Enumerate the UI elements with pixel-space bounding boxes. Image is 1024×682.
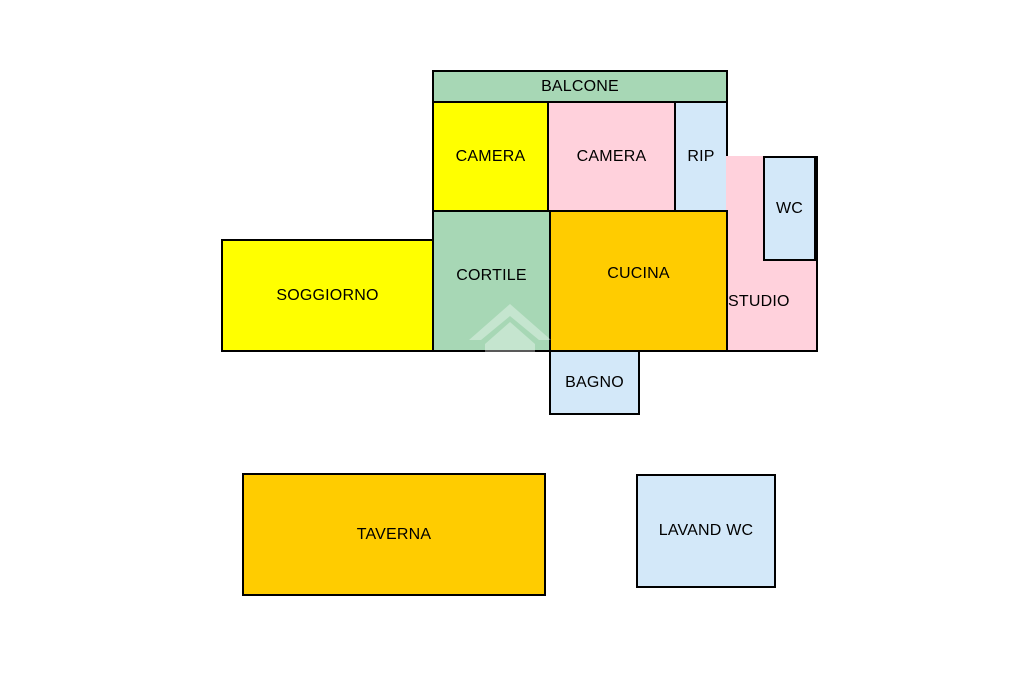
room-bagno: BAGNO <box>549 350 640 415</box>
room-label-studio: STUDIO <box>728 293 790 310</box>
room-label-camera-2: CAMERA <box>576 147 647 165</box>
room-camera-1: CAMERA <box>432 101 549 212</box>
room-cortile: CORTILE <box>432 210 551 352</box>
room-label-wc: WC <box>775 199 804 217</box>
room-label-balcone: BALCONE <box>541 77 619 95</box>
room-rip: RIP <box>674 101 728 212</box>
room-label-soggiorno: SOGGIORNO <box>276 286 379 304</box>
room-balcone: BALCONE <box>432 70 728 103</box>
room-label-cucina: CUCINA <box>607 265 670 282</box>
room-label-bagno: BAGNO <box>565 373 624 391</box>
room-label-camera-1: CAMERA <box>455 147 526 165</box>
room-wc: WC <box>763 156 816 261</box>
room-label-taverna: TAVERNA <box>356 525 432 543</box>
room-label-cortile: CORTILE <box>456 267 527 284</box>
room-camera-2: CAMERA <box>547 101 676 212</box>
room-taverna: TAVERNA <box>242 473 546 596</box>
room-cucina: CUCINA <box>549 210 728 352</box>
room-label-rip: RIP <box>687 147 715 165</box>
room-lavand-wc: LAVAND WC <box>636 474 776 588</box>
room-soggiorno: SOGGIORNO <box>221 239 434 352</box>
watermark-logo-icon <box>469 304 551 356</box>
room-label-lavand-wc: LAVAND WC <box>658 522 754 539</box>
